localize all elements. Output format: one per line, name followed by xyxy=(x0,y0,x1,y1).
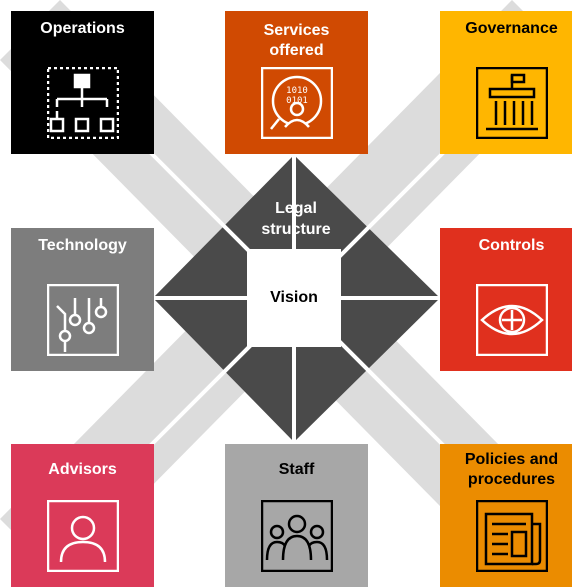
tile-policies-and-procedures: Policies and procedures xyxy=(440,444,572,587)
staff-label: Staff xyxy=(278,461,315,478)
technology-label: Technology xyxy=(38,237,127,254)
tile-operations: Operations xyxy=(11,11,154,154)
vision-box: Vision xyxy=(247,249,341,347)
government-building-icon xyxy=(476,67,548,139)
operations-label: Operations xyxy=(40,20,125,37)
tile-controls: Controls xyxy=(440,228,572,371)
vision-label: Vision xyxy=(270,289,318,306)
person-icon xyxy=(47,500,119,572)
group-icon xyxy=(261,500,333,572)
services-line1: Services xyxy=(263,22,330,39)
svg-text:0101: 0101 xyxy=(286,96,308,106)
governance-label: Governance xyxy=(465,20,558,37)
document-icon xyxy=(476,500,548,572)
policies-line2: procedures xyxy=(467,471,556,488)
tile-technology: Technology xyxy=(11,228,154,371)
advisors-label: Advisors xyxy=(48,461,117,478)
circuit-icon xyxy=(47,284,119,356)
legal-structure-line1: Legal xyxy=(275,200,317,217)
policies-line1: Policies and xyxy=(464,451,559,468)
tile-staff: Staff xyxy=(225,444,368,587)
tile-services-offered: Services offered 1010 0101 xyxy=(225,11,368,154)
eye-icon xyxy=(476,284,548,356)
tile-advisors: Advisors xyxy=(11,444,154,587)
tile-governance: Governance xyxy=(440,11,572,154)
data-person-icon: 1010 0101 xyxy=(261,67,333,139)
legal-structure-label: Legal structure xyxy=(246,198,346,240)
policies-label: Policies and procedures xyxy=(440,450,572,490)
services-line2: offered xyxy=(269,42,324,59)
controls-label: Controls xyxy=(478,237,545,254)
svg-text:1010: 1010 xyxy=(286,86,308,96)
org-chart-icon xyxy=(47,67,119,139)
services-offered-label: Services offered xyxy=(225,21,368,61)
legal-structure-line2: structure xyxy=(261,221,331,238)
